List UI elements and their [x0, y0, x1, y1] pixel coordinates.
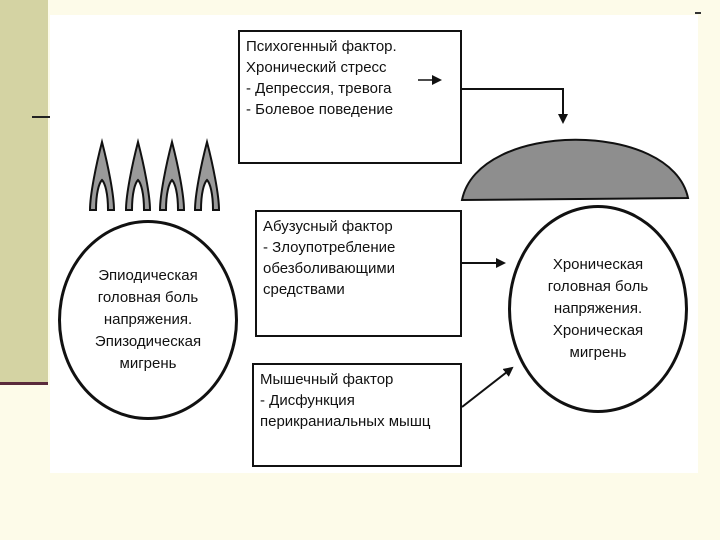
box-line: Мышечный фактор	[260, 371, 394, 388]
box-line: Абузусный фактор	[263, 218, 393, 235]
circle-line: мигрень	[119, 355, 177, 372]
circle-line: напряжения.	[103, 311, 193, 328]
slide-band-divider	[0, 382, 48, 385]
chronic-circle: Хроническая головная боль напряжения. Хр…	[508, 205, 688, 413]
box-line: перикраниальных мышц	[260, 413, 431, 430]
box-line: Психогенный фактор.	[246, 38, 397, 55]
box-line: Хронический стресс	[246, 59, 387, 76]
flame-icon	[124, 138, 152, 211]
circle-line: Эпиодическая	[98, 267, 198, 284]
muscle-to-chronic-arrow	[461, 366, 514, 408]
circle-line: Эпизодическая	[94, 333, 202, 350]
muscle-factor-box: Мышечный фактор - Дисфункция перикраниал…	[252, 363, 462, 467]
flame-icon	[193, 138, 221, 211]
slide-corner-dash	[695, 12, 701, 14]
abuse-factor-box: Абузусный фактор - Злоупотребление обезб…	[255, 210, 462, 337]
box-line: средствами	[263, 281, 345, 298]
circle-line: Хроническая	[552, 256, 644, 273]
circle-line: головная боль	[547, 278, 649, 295]
circle-line: головная боль	[97, 289, 199, 306]
box-line: обезболивающими	[263, 260, 396, 277]
dome-shape	[460, 138, 690, 202]
episodic-circle: Эпиодическая головная боль напряжения. Э…	[58, 220, 238, 420]
stress-to-dome-arrow	[462, 88, 568, 124]
box-line: - Дисфункция	[260, 392, 355, 409]
circle-line: напряжения.	[553, 300, 643, 317]
slide-tick-line	[32, 116, 54, 118]
circle-line: мигрень	[569, 344, 627, 361]
box-line: - Злоупотребление	[263, 239, 396, 256]
slide-left-band	[0, 0, 48, 384]
flame-icon	[88, 138, 116, 211]
flame-icon	[158, 138, 186, 211]
box-line: - Депрессия, тревога	[246, 80, 392, 97]
psychogenic-factor-box: Психогенный фактор. Хронический стресс -…	[238, 30, 462, 164]
box-line: - Болевое поведение	[246, 101, 394, 118]
circle-line: Хроническая	[552, 322, 644, 339]
